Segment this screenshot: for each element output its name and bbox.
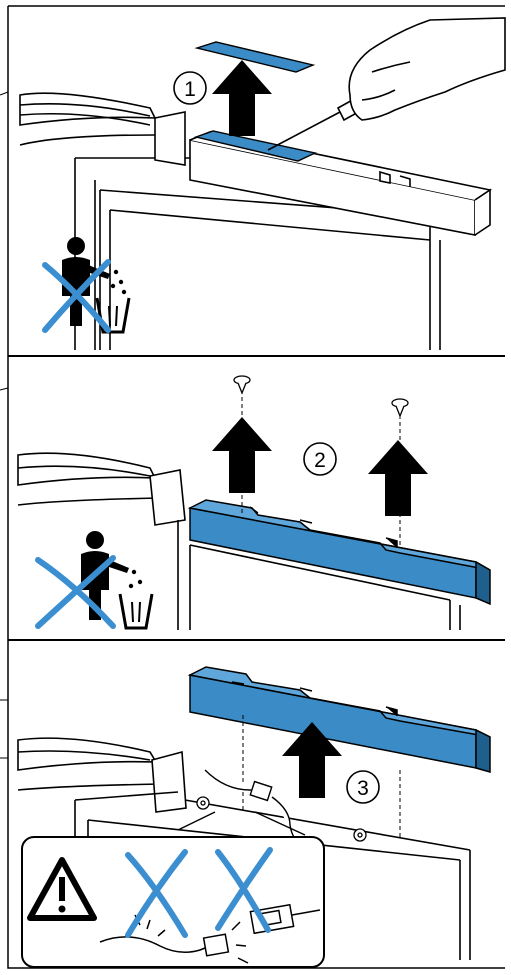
step-1-badge: 1: [174, 72, 206, 104]
hand-icon: [349, 18, 505, 120]
screw-icon: [234, 376, 250, 393]
step-3-panel: 3: [18, 667, 490, 967]
step-3-badge: 3: [347, 771, 379, 803]
no-household-waste-icon: [38, 531, 152, 628]
trim-strip-lifted: [197, 42, 313, 72]
step-2-badge: 2: [304, 443, 336, 475]
cross-icon: [38, 558, 113, 626]
trash-bin-icon: [120, 594, 152, 628]
step-1-number: 1: [184, 78, 196, 101]
screw-icon: [392, 399, 408, 416]
step-2-number: 2: [314, 449, 326, 472]
arrow-up-icon: [212, 417, 272, 493]
top-cover: [155, 112, 490, 235]
step-2-panel: 2: [18, 376, 490, 630]
screwdriver-icon: [268, 98, 362, 150]
blue-top-cover: [190, 667, 490, 772]
no-household-waste-icon: [45, 237, 129, 332]
warning-inset: [22, 837, 324, 967]
blue-top-cover: [190, 500, 490, 604]
arrow-up-icon: [212, 60, 272, 136]
step-3-number: 3: [357, 777, 369, 800]
arrow-up-icon: [368, 440, 428, 516]
step-1-panel: 1: [20, 18, 505, 350]
